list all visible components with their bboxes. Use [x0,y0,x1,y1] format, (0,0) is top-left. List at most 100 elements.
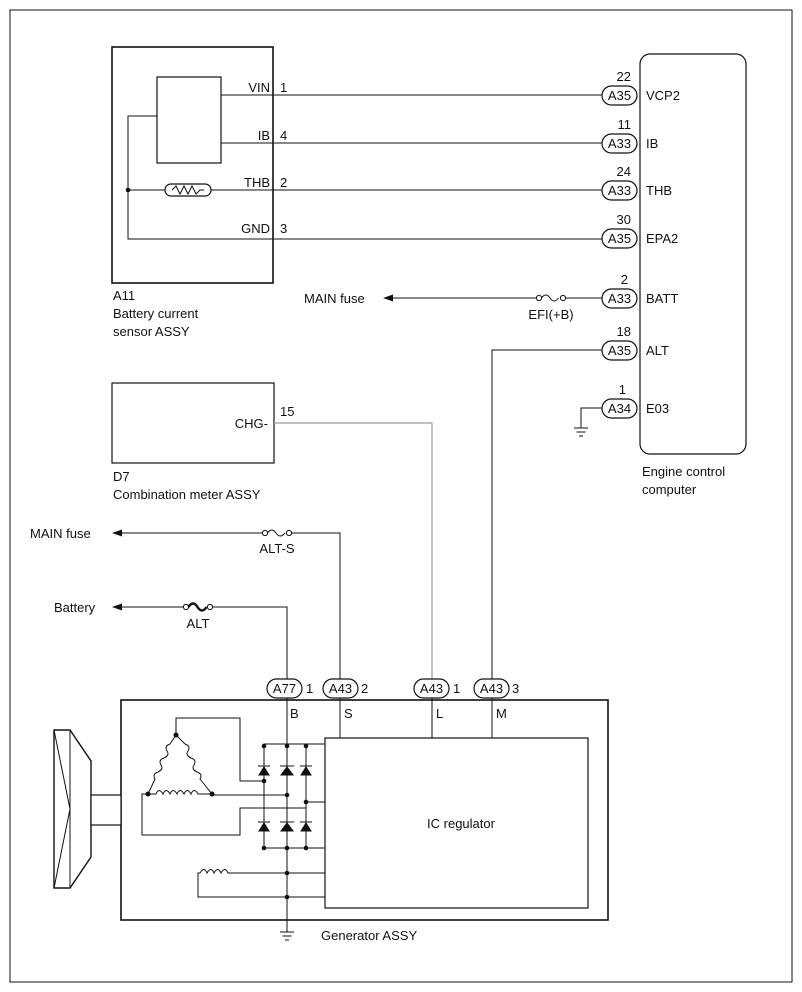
wire-chg-l [274,422,433,679]
gen-conn-s: A43 [329,681,352,696]
gen-label-b: B [290,706,299,721]
fuse-alt-label: ALT [187,616,210,631]
ecu-conn-alt: A35 [608,343,631,358]
main-fuse-label-1: MAIN fuse [304,291,365,306]
fuse-alt-s-label: ALT-S [259,541,294,556]
pin-num-vin: 1 [280,80,287,95]
fuse-alt-s-icon [267,529,286,537]
gen-num-m: 3 [512,681,519,696]
ecu-conn-batt: A33 [608,291,631,306]
pin-label-gnd: GND [241,221,270,236]
field-coil-icon [199,869,252,875]
ecu-label-ib: IB [646,136,658,151]
pulley-body [53,729,92,889]
ecu-ground-wire [580,407,602,428]
sensor-ground-wire [127,115,273,240]
diode-icon [280,766,294,776]
ecu-label-batt: BATT [646,291,678,306]
ecu-label-vcp2: VCP2 [646,88,680,103]
fuse-terminal [182,603,190,611]
ecu-num-thb: 24 [617,164,631,179]
fuse-terminal [559,294,567,302]
gen-label-s: S [344,706,353,721]
rotor-coil [197,869,325,898]
gen-num-s: 2 [361,681,368,696]
ecu-conn-thb: A33 [608,183,631,198]
wire-alt-m [491,349,602,679]
pin-label-ib: IB [258,128,270,143]
sensor-name-line2: sensor ASSY [113,324,190,339]
gen-label-m: M [496,706,507,721]
pulley-icon [53,729,122,889]
junction-dot [261,845,267,851]
diode-icon [258,766,270,776]
meter-id: D7 [113,469,130,484]
ecu-label-epa2: EPA2 [646,231,678,246]
diagram-frame [9,9,793,983]
ecu-conn-epa2: A35 [608,231,631,246]
ecu-name-line2: computer [642,482,697,497]
ecu-name-line1: Engine control [642,464,725,479]
ecu-block: A35 22 VCP2 A33 11 IB A33 24 THB A35 30 … [601,53,747,497]
fuse-terminal [206,603,214,611]
ecu-num-e03: 1 [619,382,626,397]
ecu-conn-ib: A33 [608,136,631,151]
ecu-connector-a35-epa2 [601,228,638,249]
arrow-left-icon [383,294,393,302]
batt-feed: MAIN fuse EFI(+B) [304,291,602,322]
sensor-id: A11 [113,288,135,303]
pulley-groove [53,729,71,810]
meter-pin-label: CHG- [235,416,268,431]
pin-label-vin: VIN [248,80,270,95]
arrow-left-icon [112,529,122,537]
pin-num-ib: 4 [280,128,287,143]
coil-icon [147,734,177,795]
combination-meter-block: CHG- 15 D7 Combination meter ASSY [111,382,294,502]
pulley-groove [53,808,71,889]
gen-conn-l: A43 [420,681,443,696]
junction-dot [284,845,290,851]
fuse-terminal [535,294,543,302]
meter-name: Combination meter ASSY [113,487,261,502]
upper-diodes [258,765,312,776]
sensor-name-line1: Battery current [113,306,199,321]
sensor-element [156,76,222,164]
thermistor-zigzag [171,184,204,196]
fuse-efi-icon [541,294,559,302]
diode-icon [300,766,312,776]
arrow-left-icon [112,603,122,611]
fuse-efi-label: EFI(+B) [528,307,573,322]
diode-icon [300,822,312,832]
generator-block: A77 1 B A43 2 S A43 1 L A43 3 M IC regul… [120,678,609,943]
gen-conn-m: A43 [480,681,503,696]
battery-label: Battery [54,600,96,615]
coil-icon [175,734,213,795]
alt-s-feed: MAIN fuse ALT-S [30,526,341,679]
alt-s-wire-right [291,532,341,679]
ic-regulator-box [324,737,589,909]
ecu-conn-vcp2: A35 [608,88,631,103]
meter-pin-num: 15 [280,404,294,419]
combination-meter-box [111,382,275,464]
lower-diodes [258,821,312,832]
shaft [90,794,122,826]
junction-dot [284,743,290,749]
phase-lead-3 [141,793,306,836]
coil-icon [148,790,212,796]
gen-label-l: L [436,706,443,721]
ecu-conn-e03: A34 [608,401,631,416]
gen-num-b: 1 [306,681,313,696]
junction-dot [261,743,267,749]
battery-feed: Battery ALT [54,600,288,679]
gen-conn-b: A77 [273,681,296,696]
pin-label-thb: THB [244,175,270,190]
fuse-terminal [285,529,293,537]
junction-dot [303,799,309,805]
diode-icon [280,822,294,832]
junction-dot [125,187,131,193]
stator-winding [141,717,306,836]
ecu-num-ib: 11 [618,117,632,132]
ecu-ground [574,407,602,437]
ecu-connector-a33-ib [601,133,638,154]
